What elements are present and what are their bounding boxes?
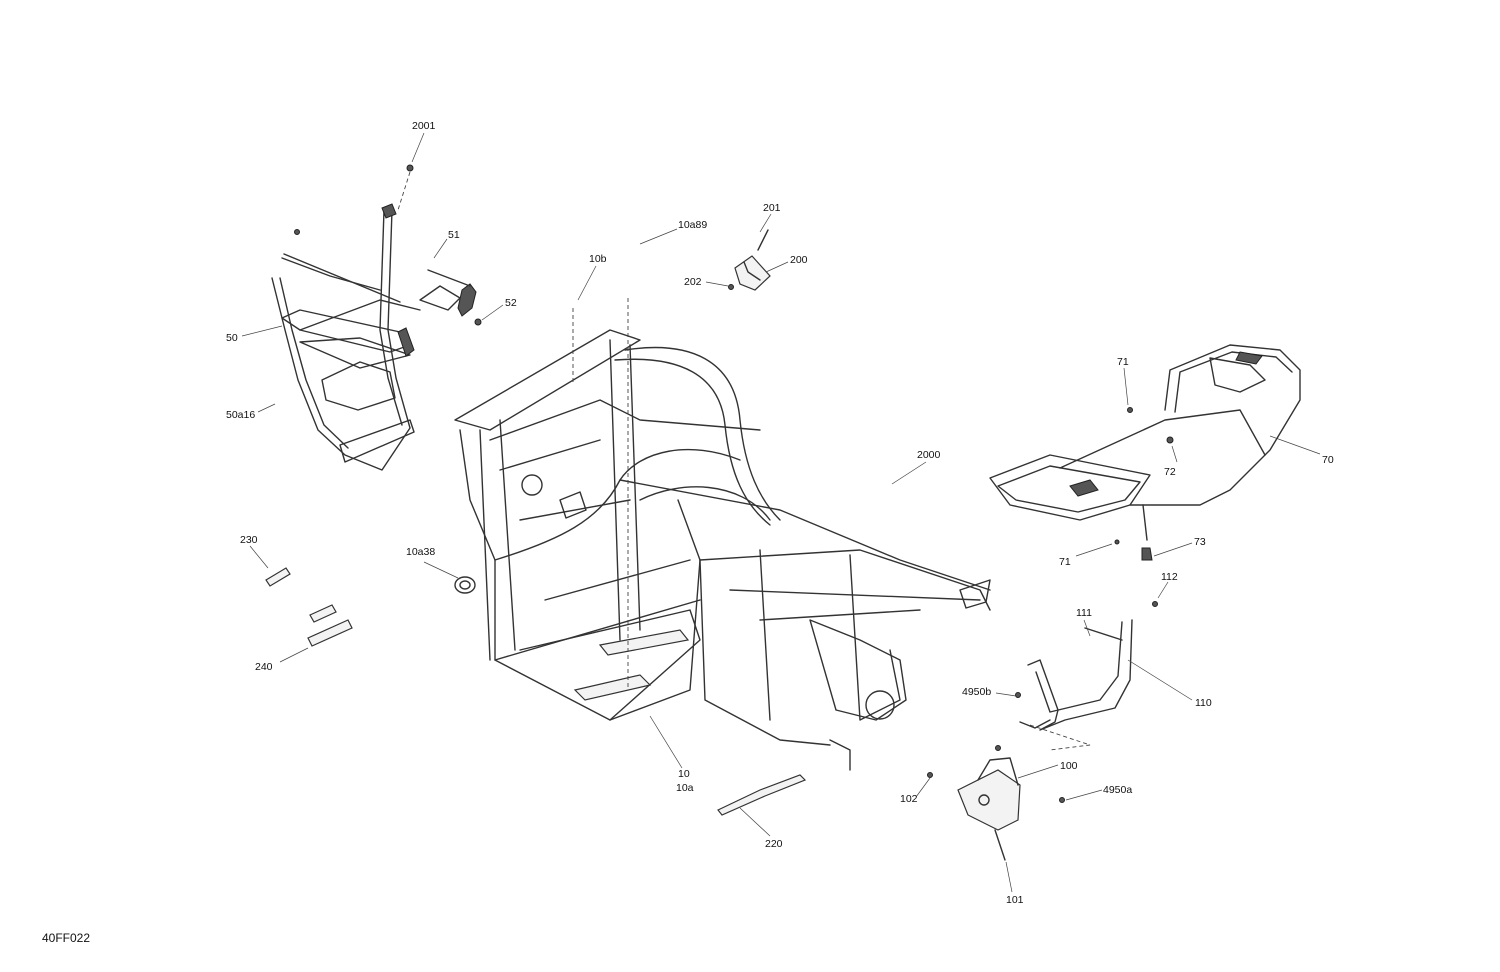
callout-50a16: 50a16 (226, 409, 255, 421)
callout-51: 51 (448, 229, 460, 241)
callout-2000: 2000 (917, 449, 941, 461)
leader-lines (241, 132, 1321, 893)
callout-111: 111 (1076, 607, 1092, 619)
callout-4950b: 4950b (962, 686, 991, 698)
callout-10a: 10a (676, 782, 694, 794)
callout-102: 102 (900, 793, 918, 805)
callout-10a38: 10a38 (406, 546, 435, 558)
main-frame (454, 298, 991, 771)
callout-52: 52 (505, 297, 517, 309)
callout-2001: 2001 (412, 120, 436, 132)
bracket-110 (1015, 601, 1158, 751)
callout-72: 72 (1164, 466, 1176, 478)
front-bumper-assembly (271, 164, 482, 471)
bracket-200 (728, 229, 771, 291)
callout-71-bottom: 71 (1059, 556, 1071, 568)
callout-10b: 10b (589, 253, 607, 265)
callout-71-top: 71 (1117, 356, 1129, 368)
callout-50: 50 (226, 332, 238, 344)
callout-240: 240 (255, 661, 273, 673)
callout-202: 202 (684, 276, 702, 288)
callout-labels: 2001 51 52 50 50a16 10a89 10b 201 200 20… (226, 120, 1334, 906)
callout-10a89: 10a89 (678, 219, 707, 231)
callout-4950a: 4950a (1103, 784, 1132, 796)
callout-201: 201 (763, 202, 781, 214)
callout-100: 100 (1060, 760, 1078, 772)
small-parts (265, 567, 807, 816)
rear-rack (989, 344, 1301, 561)
callout-101: 101 (1006, 894, 1024, 906)
drawing-code: 40FF022 (42, 931, 91, 945)
callout-73: 73 (1194, 536, 1206, 548)
bracket-100 (927, 745, 1065, 861)
callout-10: 10 (678, 768, 690, 780)
callout-220: 220 (765, 838, 783, 850)
callout-110: 110 (1195, 697, 1212, 709)
callout-230: 230 (240, 534, 258, 546)
callout-70: 70 (1322, 454, 1334, 466)
callout-200: 200 (790, 254, 808, 266)
callout-112: 112 (1161, 571, 1178, 583)
